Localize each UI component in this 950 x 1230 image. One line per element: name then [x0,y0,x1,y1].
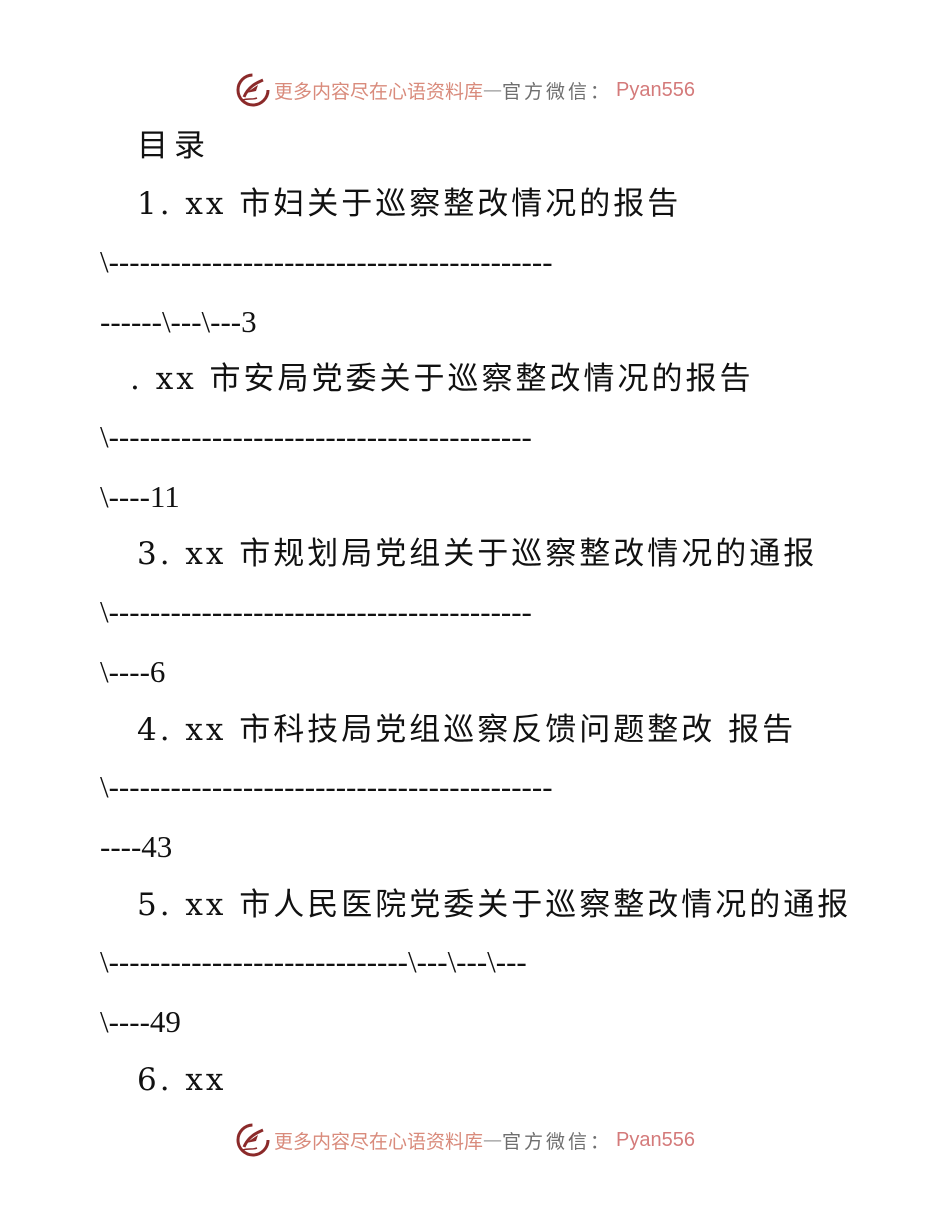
watermark-wechat-id: Pyan556 [616,78,695,101]
toc-entry-heading[interactable]: 6. xx [137,1062,227,1098]
pen-swirl-logo-icon [236,1123,270,1157]
toc-entry-heading[interactable]: . xx 市安局党委关于巡察整改情况的报告 [130,361,754,397]
toc-entry-leader: \---------------------------------------… [100,419,532,454]
watermark-dash: — [483,1129,503,1151]
toc-entry-leader: \---------------------------------------… [100,769,553,804]
toc-entry-page-leader: ------\---\---3 [100,304,257,339]
watermark-site-text: 更多内容尽在心语资料库 [274,80,484,103]
toc-title: 目录 [137,128,211,164]
toc-entry-page-leader: ----43 [100,829,173,864]
toc-entry-page-leader: \----6 [100,654,166,689]
header-watermark: 更多内容尽在心语资料库 — 官方微信： Pyan556 [236,70,695,110]
watermark-wechat-label: 官方微信： [502,80,613,103]
toc-entry-heading[interactable]: 3. xx 市规划局党组关于巡察整改情况的通报 [137,536,818,572]
toc-entry-heading[interactable]: 5. xx 市人民医院党委关于巡察整改情况的通报 [137,887,852,923]
pen-swirl-logo-icon [236,73,270,107]
footer-watermark: 更多内容尽在心语资料库 — 官方微信： Pyan556 [236,1120,695,1160]
toc-entry-page-leader: \----49 [100,1004,181,1039]
toc-entry-page-leader: \----11 [100,479,180,514]
toc-entry-leader: \---------------------------------------… [100,594,532,629]
toc-entry-heading[interactable]: 4. xx 市科技局党组巡察反馈问题整改 报告 [137,712,797,748]
toc-entry-leader: \---------------------------------------… [100,244,553,279]
toc-entry-leader: \-----------------------------\---\---\-… [100,944,527,979]
toc-entry-heading[interactable]: 1. xx 市妇关于巡察整改情况的报告 [137,186,682,222]
watermark-wechat-id: Pyan556 [616,1128,695,1151]
watermark-dash: — [483,79,503,101]
watermark-site-text: 更多内容尽在心语资料库 [274,1130,484,1153]
watermark-wechat-label: 官方微信： [502,1130,613,1153]
